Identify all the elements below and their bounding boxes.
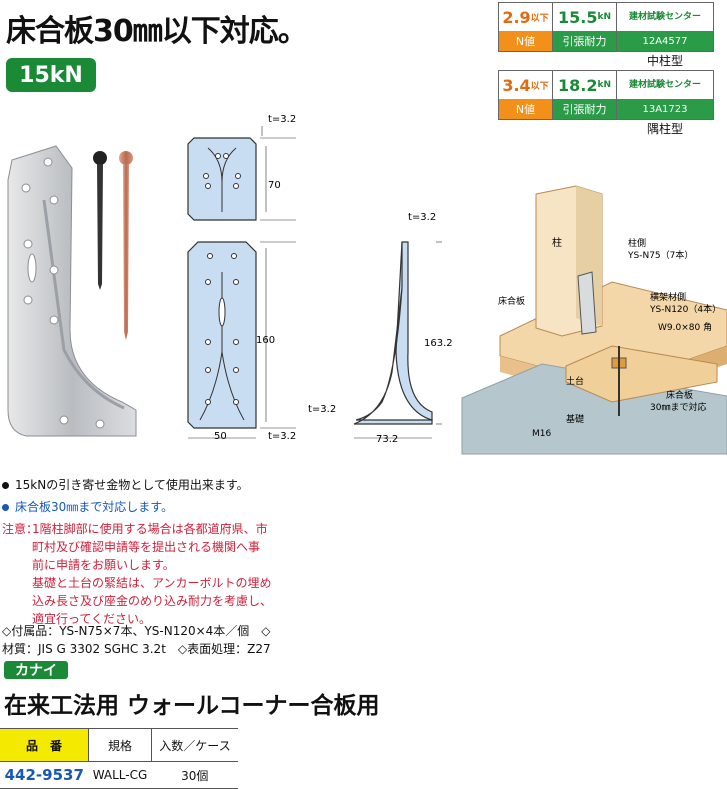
product-title: 在来工法用 ウォールコーナー合板用 bbox=[4, 693, 380, 719]
bullet-item: 15kNの引き寄せ金物として使用出来ます。 bbox=[2, 476, 249, 493]
tensile-label: 引張耐力 bbox=[553, 31, 617, 51]
header-spec: 規格 bbox=[88, 728, 152, 762]
pillar-label: 柱 bbox=[552, 236, 562, 249]
caution-line: 町村及び確認申請等を提出される機関へ事 bbox=[32, 540, 261, 554]
product-quantity: 30個 bbox=[151, 761, 238, 789]
top-height-label: 70 bbox=[268, 180, 281, 191]
tensile-label: 引張耐力 bbox=[553, 99, 617, 119]
front-width-label: 50 bbox=[214, 431, 227, 442]
product-table: 品 番 規格 入数／ケース 442-9537 WALL-CG 30個 bbox=[0, 728, 238, 789]
org-label: 建材試験センター bbox=[628, 80, 701, 90]
product-spec: WALL-CG bbox=[88, 761, 152, 789]
side-thickness-top-label: t=3.2 bbox=[408, 212, 436, 223]
pillar-screw-label: YS-N75（7本） bbox=[627, 249, 693, 261]
pillar-side-label: 柱側 bbox=[628, 237, 646, 249]
org-label: 建材試験センター bbox=[628, 12, 701, 22]
caution-label: 注意： bbox=[2, 522, 39, 536]
bullet-dot-icon bbox=[2, 504, 9, 511]
caution-line: 基礎と土台の緊結は、アンカーボルトの埋め bbox=[32, 576, 272, 590]
table-row: 442-9537 WALL-CG 30個 bbox=[0, 761, 238, 789]
type-label-corner: 隅柱型 bbox=[647, 122, 684, 136]
headline: 床合板30㎜以下対応。 bbox=[6, 14, 308, 49]
header-quantity: 入数／ケース bbox=[151, 728, 238, 762]
floor-note-2: 30㎜まで対応 bbox=[650, 401, 706, 413]
brand-badge: カナイ bbox=[4, 661, 68, 679]
n-label: N値 bbox=[499, 31, 553, 51]
side-width-label: 73.2 bbox=[376, 434, 398, 445]
floor-panel-label: 床合板 bbox=[498, 295, 525, 307]
n-label: N値 bbox=[499, 99, 553, 119]
beam-side-label: 横架材側 bbox=[650, 291, 686, 303]
installation-diagram: 柱 柱側 YS-N75（7本） 横架材側 YS-N120（4本） 床合板 W9.… bbox=[461, 185, 727, 455]
material-info: 材質：JIS G 3302 SGHC 3.2t ◇表面処理：Z27 bbox=[2, 642, 271, 656]
cert-number: 12A4577 bbox=[617, 31, 713, 51]
caution-line: 適宜行ってください。 bbox=[32, 612, 152, 626]
front-thickness-label: t=3.2 bbox=[268, 431, 296, 442]
kn-badge: 15kN bbox=[6, 58, 96, 92]
washer-label: W9.0×80 角 bbox=[658, 321, 712, 333]
cert-number: 13A1723 bbox=[617, 99, 713, 119]
product-photo bbox=[7, 145, 137, 437]
floor-note-1: 床合板 bbox=[666, 389, 693, 401]
type-label-center: 中柱型 bbox=[647, 54, 684, 68]
bolt-label: M16 bbox=[532, 429, 551, 439]
sill-label: 土台 bbox=[566, 375, 584, 387]
foundation-label: 基礎 bbox=[566, 413, 584, 425]
product-code: 442-9537 bbox=[0, 761, 89, 789]
side-height-label: 163.2 bbox=[424, 338, 453, 349]
table-header-row: 品 番 規格 入数／ケース bbox=[0, 728, 238, 762]
front-height-label: 160 bbox=[256, 335, 275, 346]
bullet-item: 床合板30㎜まで対応します。 bbox=[2, 498, 173, 515]
beam-screw-label: YS-N120（4本） bbox=[649, 303, 721, 315]
header-code: 品 番 bbox=[0, 728, 89, 762]
caution-note: 注意： 1階柱脚部に使用する場合は各都道府県、市 町村及び確認申請等を提出される… bbox=[2, 520, 272, 626]
technical-drawing: t=3.2 70 160 50 t=3.2 t=3.2 163.2 t=3.2 … bbox=[187, 114, 453, 445]
caution-line: 込み長さ及び座金のめり込み耐力を考慮し、 bbox=[32, 594, 273, 608]
caution-line: 1階柱脚部に使用する場合は各都道府県、市 bbox=[32, 522, 268, 536]
bullet-dot-icon bbox=[2, 482, 9, 489]
accessories-info: ◇付属品：YS-N75×7本、YS-N120×4本／個 ◇ bbox=[2, 624, 271, 638]
side-thickness-bottom-label: t=3.2 bbox=[308, 404, 336, 415]
caution-line: 前に申請をお願いします。 bbox=[32, 558, 175, 572]
top-thickness-label: t=3.2 bbox=[268, 114, 296, 125]
